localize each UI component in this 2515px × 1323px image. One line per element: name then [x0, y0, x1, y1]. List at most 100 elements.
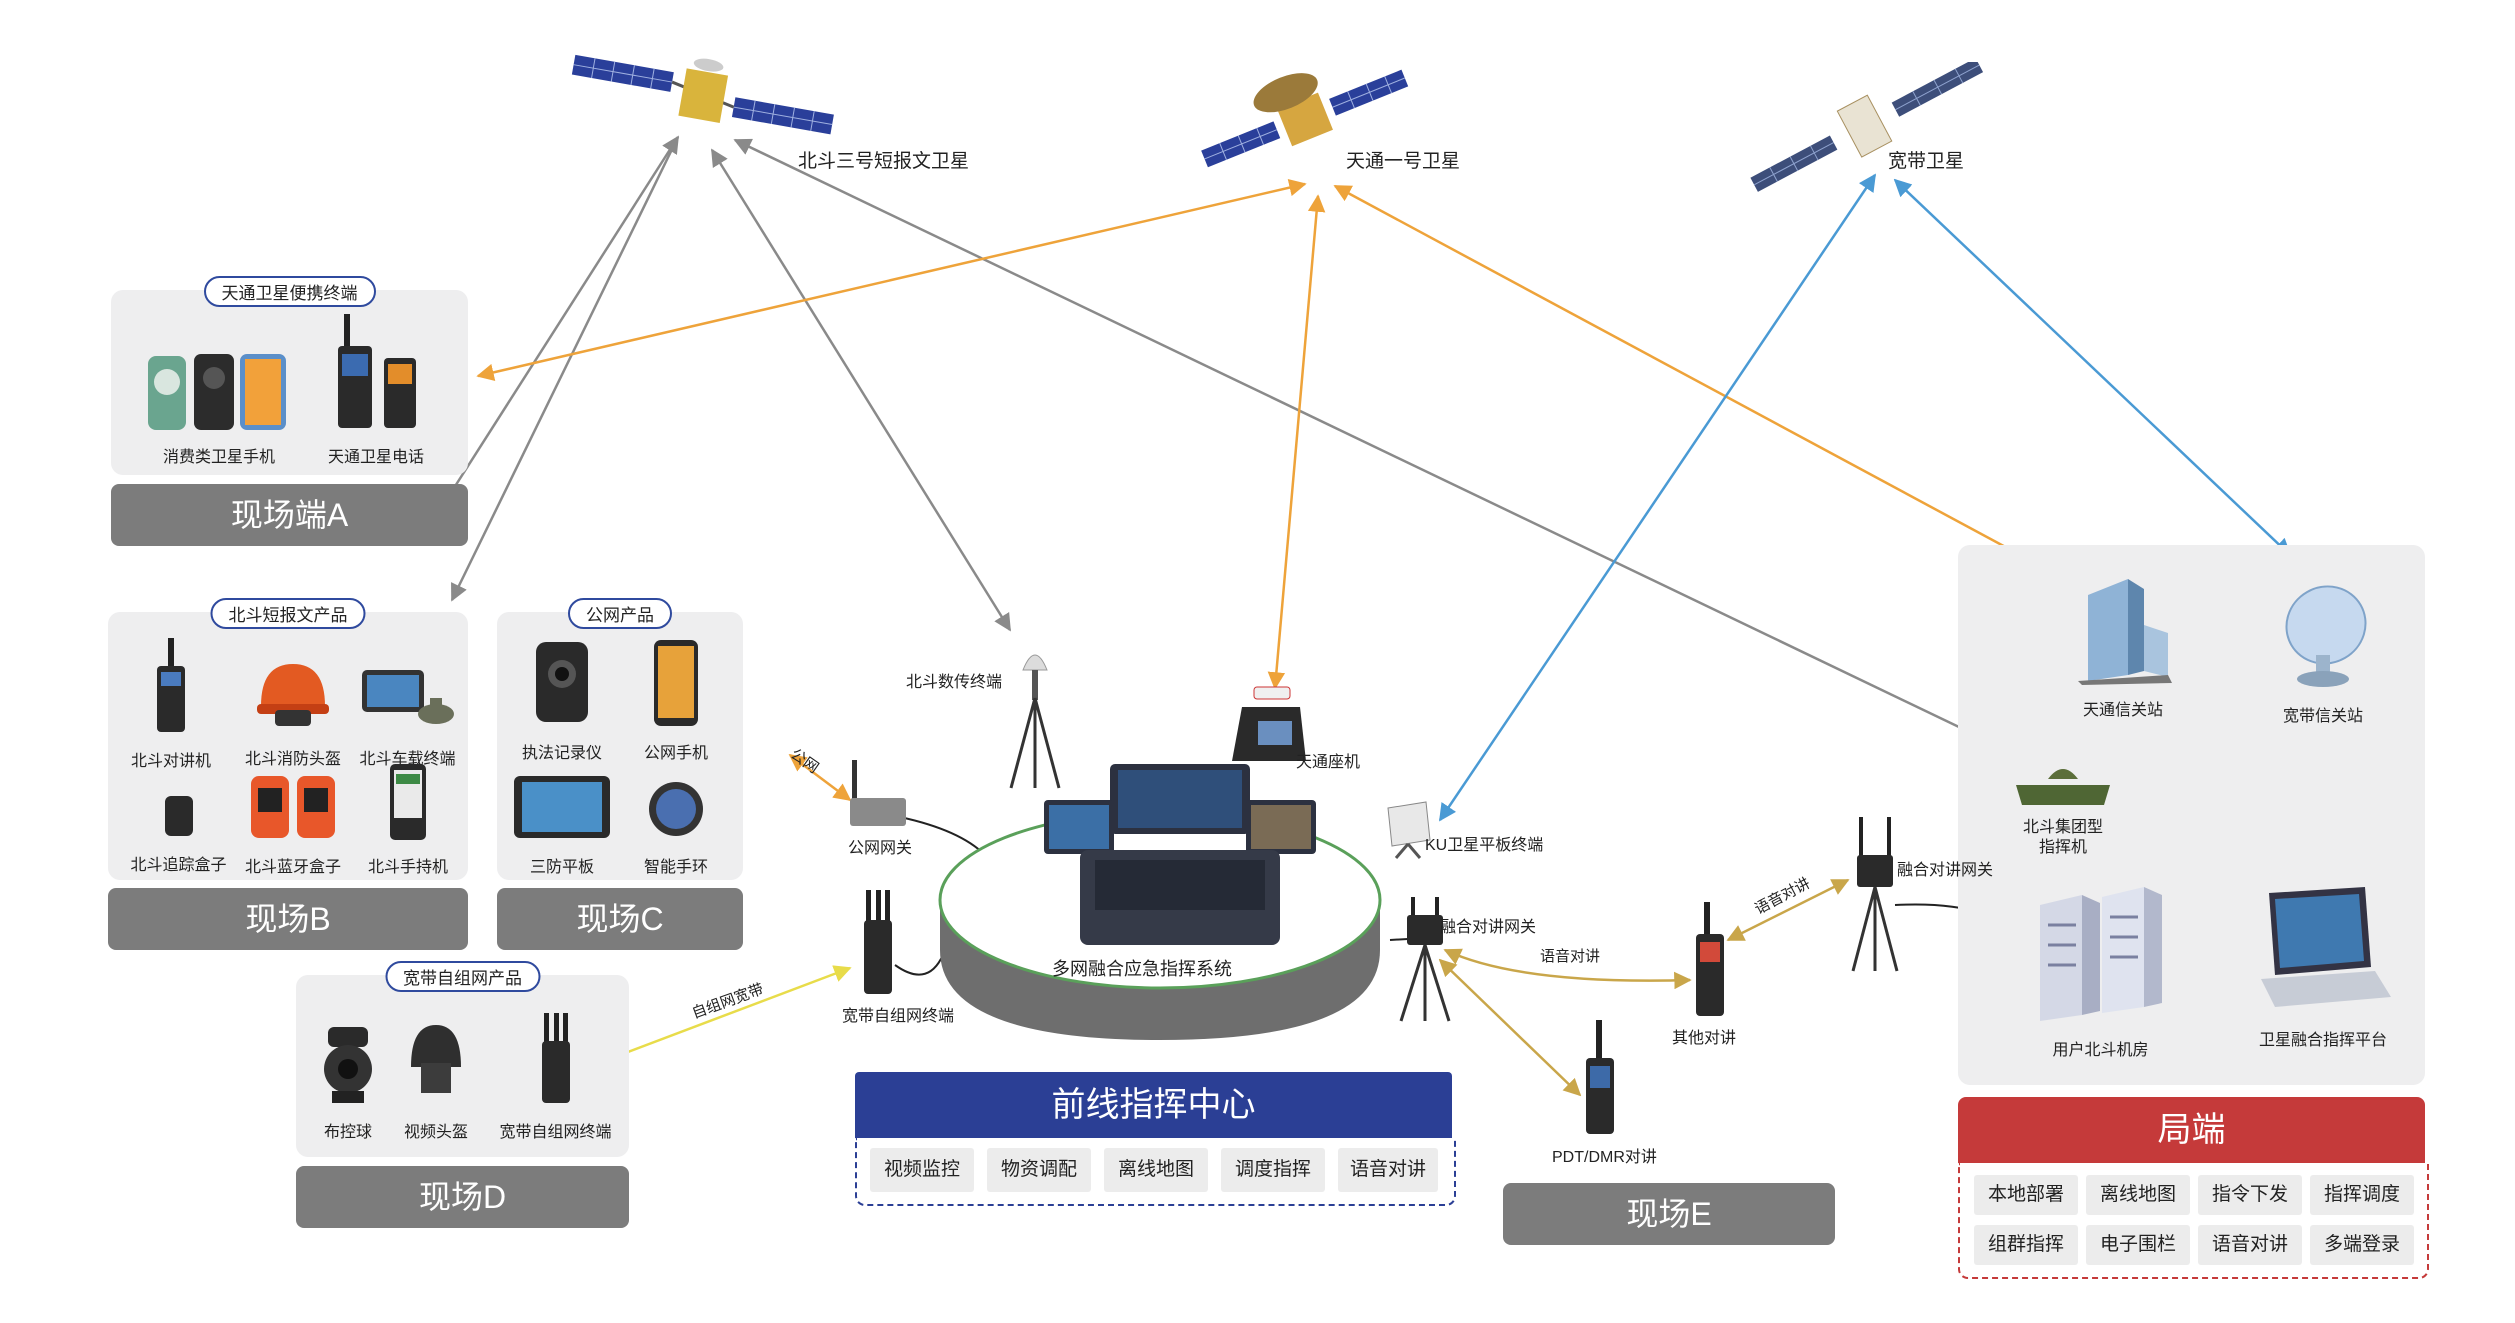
frontline-center-function-box: 视频监控 物资调配 离线地图 调度指挥 语音对讲	[855, 1138, 1456, 1206]
public-phone-icon	[654, 640, 698, 726]
site-a-panel: 天通卫星便携终端 消费类卫星手机 天通卫星电话	[111, 276, 468, 475]
link-broadband-ku	[1438, 173, 1877, 822]
site-d-item-ptz-ball: 布控球	[308, 1023, 388, 1142]
function-tag-voice: 语音对讲	[1338, 1148, 1438, 1192]
bureau-function-box: 本地部署 离线地图 指令下发 指挥调度 组群指挥 电子围栏 语音对讲 多端登录	[1958, 1163, 2429, 1279]
site-a-category-pill: 天通卫星便携终端	[203, 276, 376, 307]
ptz-camera-icon	[324, 1027, 372, 1103]
link-pdt	[1438, 958, 1582, 1097]
site-b-panel: 北斗短报文产品 北斗对讲机 北斗消防头盔 北斗车载终端 北斗追踪盒子 北斗蓝牙盒	[108, 598, 468, 880]
ku-terminal-icon	[1387, 801, 1431, 859]
bureau-item-server-room: 用户北斗机房	[2013, 875, 2188, 1060]
site-b-item-beidou-handheld: 北斗手持机	[353, 762, 463, 877]
bureau-tag-voice: 语音对讲	[2198, 1225, 2302, 1265]
site-e-fusion-gateway-label: 融合对讲网关	[1897, 862, 1994, 879]
bureau-title: 局端	[1958, 1097, 2425, 1163]
site-b-category-pill: 北斗短报文产品	[210, 598, 366, 629]
fire-helmet-icon	[257, 664, 329, 726]
site-a-item-consumer-phone: 消费类卫星手机	[139, 350, 299, 467]
public-gateway-label: 公网网关	[848, 840, 913, 857]
frontline-center-title: 前线指挥中心	[855, 1072, 1452, 1138]
body-camera-icon	[536, 642, 588, 722]
function-tag-offline-map: 离线地图	[1104, 1148, 1208, 1192]
site-b-item-tracker-box: 北斗追踪盒子	[116, 792, 241, 875]
center-mesh-terminal-icon	[864, 890, 892, 994]
bureau-panel: 天通信关站 宽带信关站 北斗集团型 指挥机 用户北斗机房 卫星融合指挥平台	[1958, 545, 2425, 1085]
vehicle-terminal-icon	[361, 670, 454, 724]
tiantong-handset-icon	[338, 314, 416, 428]
bureau-item-tiantong-station: 天通信关站	[2053, 575, 2193, 720]
laptop-platform-icon	[2261, 887, 2391, 1007]
site-a-item-tiantong-phone: 天通卫星电话	[311, 312, 441, 467]
site-d-panel: 宽带自组网产品 布控球 视频头盔 宽带自组网终端	[296, 961, 629, 1157]
beidou-terminal-label: 北斗数传终端	[906, 674, 1003, 691]
bureau-tag-command-issue: 指令下发	[2198, 1175, 2302, 1215]
broadband-satellite-label: 宽带卫星	[1888, 151, 1965, 172]
gateway-building-icon	[2078, 579, 2172, 685]
bureau-tag-group-command: 组群指挥	[1974, 1225, 2078, 1265]
bureau-tag-dispatch: 指挥调度	[2310, 1175, 2414, 1215]
site-e-fusion-gateway-icon	[1851, 817, 1899, 972]
bureau-item-fusion-platform: 卫星融合指挥平台	[2243, 885, 2403, 1050]
bluetooth-box-icon	[251, 776, 335, 838]
site-b-item-vehicle-terminal: 北斗车载终端	[350, 662, 465, 769]
site-a-zone: 现场端A	[111, 484, 468, 546]
site-c-panel: 公网产品 执法记录仪 公网手机 三防平板 智能手环	[497, 598, 743, 880]
beidou-radio-icon	[157, 638, 185, 732]
voice-link-label-2: 语音对讲	[1751, 874, 1813, 918]
bureau-item-broadband-station: 宽带信关站	[2258, 575, 2388, 726]
site-d-item-video-helmet: 视频头盔	[396, 1015, 476, 1142]
rugged-tablet-icon	[514, 776, 610, 838]
site-c-item-body-camera: 执法记录仪	[507, 638, 617, 763]
site-c-item-public-phone: 公网手机	[621, 638, 731, 763]
link-beidou-site-a	[443, 135, 680, 504]
bureau-tag-local-deploy: 本地部署	[1974, 1175, 2078, 1215]
site-b-item-fire-helmet: 北斗消防头盔	[233, 654, 353, 769]
beidou-terminal-icon	[1009, 654, 1061, 789]
voice-link-label-1: 语音对讲	[1540, 948, 1601, 965]
site-e-zone: 现场E	[1503, 1183, 1835, 1245]
tracker-box-icon	[164, 796, 193, 836]
center-fusion-gateway-label: 融合对讲网关	[1440, 919, 1537, 936]
pdt-radio-icon	[1586, 1020, 1614, 1134]
public-net-link-label: 公网	[787, 745, 822, 777]
tiantong-desk-phone-label: 天通座机	[1296, 754, 1361, 771]
system-label: 多网融合应急指挥系统	[1052, 959, 1232, 979]
site-c-zone: 现场C	[497, 888, 743, 950]
center-mesh-terminal-label: 宽带自组网终端	[842, 1008, 955, 1025]
ku-terminal-label: KU卫星平板终端	[1425, 837, 1544, 854]
bureau-item-beidou-commander: 北斗集团型 指挥机	[1998, 755, 2128, 858]
pdt-radio-label: PDT/DMR对讲	[1552, 1149, 1657, 1166]
server-rack-icon	[2039, 887, 2162, 1021]
site-c-item-rugged-tablet: 三防平板	[507, 772, 617, 877]
command-case-icon	[1044, 764, 1316, 945]
site-d-category-pill: 宽带自组网产品	[385, 961, 540, 992]
site-c-item-smart-band: 智能手环	[621, 776, 731, 877]
mesh-terminal-icon	[541, 1013, 570, 1103]
site-b-item-beidou-radio: 北斗对讲机	[116, 636, 226, 771]
site-d-zone: 现场D	[296, 1166, 629, 1228]
satellite-phones-icon	[148, 354, 286, 430]
site-d-item-mesh-terminal: 宽带自组网终端	[488, 1011, 623, 1142]
beidou-commander-icon	[2016, 769, 2110, 805]
public-gateway-icon	[850, 760, 906, 826]
site-b-zone: 现场B	[108, 888, 468, 950]
link-beidou-terminal	[710, 148, 1012, 632]
beidou-satellite-icon	[571, 54, 834, 135]
bureau-tag-geofence: 电子围栏	[2086, 1225, 2190, 1265]
function-tag-dispatch: 调度指挥	[1221, 1148, 1325, 1192]
site-b-item-bluetooth-box: 北斗蓝牙盒子	[233, 772, 353, 877]
beidou-handheld-icon	[390, 764, 426, 840]
other-radio-icon	[1696, 902, 1724, 1016]
function-tag-video: 视频监控	[870, 1148, 974, 1192]
function-tag-supplies: 物资调配	[987, 1148, 1091, 1192]
mesh-link-label: 自组网宽带	[689, 980, 767, 1023]
bureau-tag-multi-login: 多端登录	[2310, 1225, 2414, 1265]
bureau-tag-offline-map: 离线地图	[2086, 1175, 2190, 1215]
satellite-dish-icon	[2285, 585, 2367, 687]
link-broadband-station	[1893, 178, 2292, 557]
link-beidou-site-b	[450, 136, 680, 602]
smart-band-icon	[649, 782, 703, 836]
link-tiantong-station	[1333, 184, 2065, 580]
link-tiantong-site-a	[476, 179, 1307, 381]
